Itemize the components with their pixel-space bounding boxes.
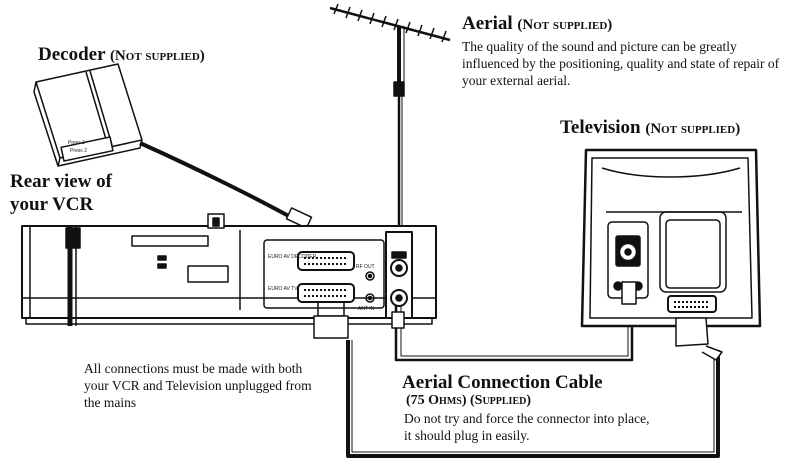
tv-scart-cable <box>346 340 720 458</box>
cable-subtitle: (75 Ohms) (Supplied) <box>406 393 531 408</box>
aerial-connection-cable <box>394 300 634 362</box>
decoder-panel-line-2: Press 2 <box>70 148 87 154</box>
cable-description: Do not try and force the connector into … <box>404 411 650 443</box>
socket-label-decoder: EURO AV DECODER <box>268 254 317 260</box>
decoder-panel-line-1: Press 1 <box>68 140 85 146</box>
aerial-antenna-icon <box>329 3 451 97</box>
ant-in-socket <box>390 259 408 277</box>
safety-note: All connections must be made with both y… <box>84 361 312 410</box>
aerial-description: The quality of the sound and picture can… <box>462 39 780 88</box>
aerial-title: Aerial (Not supplied) <box>462 13 613 34</box>
socket-label-ant-in: ANT IN <box>358 306 375 312</box>
television-title: Television (Not supplied) <box>560 117 741 138</box>
decoder-scart-cable <box>139 141 297 222</box>
scart-socket-decoder <box>297 251 355 271</box>
tv-scart-socket <box>667 295 717 313</box>
decoder-title: Decoder (Not supplied) <box>38 44 205 65</box>
scart-socket-tv <box>297 283 355 303</box>
vcr-rear-panel <box>21 213 437 326</box>
cable-title: Aerial Connection Cable <box>402 372 603 393</box>
rf-out-socket <box>390 289 408 307</box>
socket-label-rf-out: RF OUT <box>356 264 375 270</box>
socket-label-tv: EURO AV TV <box>268 286 298 292</box>
television-rear-icon <box>580 148 762 361</box>
decoder-box-icon <box>33 63 143 167</box>
